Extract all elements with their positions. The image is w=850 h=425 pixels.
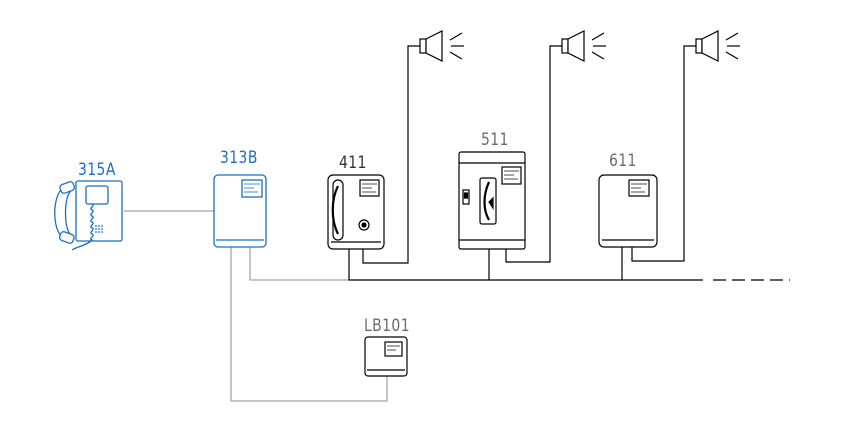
wire-411-speaker xyxy=(362,45,420,264)
handset-icon xyxy=(54,187,71,239)
speaker-icon xyxy=(561,38,569,54)
wire-511-speaker xyxy=(505,45,562,263)
handset-icon xyxy=(331,185,339,235)
device-511 xyxy=(458,151,526,250)
speaker-1 xyxy=(419,30,464,62)
device-611 xyxy=(598,174,658,248)
device-411 xyxy=(327,174,385,250)
label-611: 611 xyxy=(609,151,637,171)
speaker-2 xyxy=(561,30,606,62)
label-313b: 313B xyxy=(220,148,258,168)
wire-611-speaker xyxy=(631,45,696,262)
speaker-icon xyxy=(695,38,703,54)
handset-icon xyxy=(483,181,491,221)
speaker-3 xyxy=(695,30,740,62)
label-511: 511 xyxy=(481,130,509,150)
wire-313b-bus xyxy=(249,247,349,281)
wires xyxy=(124,45,790,402)
wire-313b-lb101 xyxy=(230,247,388,402)
main-bus xyxy=(348,249,703,281)
device-lb101 xyxy=(364,336,408,377)
label-315a: 315A xyxy=(78,160,116,180)
label-lb101: LB101 xyxy=(364,316,410,336)
device-313b xyxy=(213,174,267,248)
speaker-grille xyxy=(95,225,103,233)
coiled-cord xyxy=(71,203,94,251)
speaker-icon xyxy=(419,38,427,54)
device-315a xyxy=(54,180,123,251)
label-411: 411 xyxy=(339,153,367,173)
